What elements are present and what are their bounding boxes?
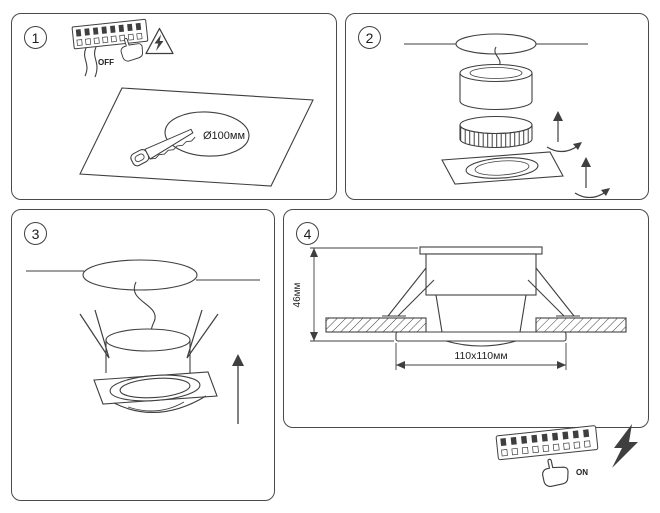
step-1-illustration: OFF Ø100мм xyxy=(71,18,314,187)
hand-press-icon xyxy=(120,37,143,62)
step-1-number: 1 xyxy=(31,29,40,46)
step-4-number-badge: 4 xyxy=(296,222,319,245)
step-3-panel: 3 xyxy=(11,209,275,501)
terminal-block-off-icon xyxy=(71,18,149,50)
terminal-block-on-icon xyxy=(495,425,599,461)
cutout-diameter-label: Ø100мм xyxy=(203,130,245,142)
knurled-ring-icon xyxy=(459,115,533,149)
ceiling-tile xyxy=(79,87,314,187)
step-3-illustration xyxy=(26,259,260,424)
step-2-number-badge: 2 xyxy=(358,26,381,49)
step-4-panel: 4 xyxy=(283,209,649,428)
downlight-body-icon xyxy=(93,328,218,414)
step-4-illustration: 46мм 110x110мм xyxy=(292,246,627,370)
up-arrow-icon xyxy=(581,157,591,188)
recess-height-label: 46мм xyxy=(292,282,303,307)
lightning-icon xyxy=(612,424,638,468)
cutout-size-label: 110x110мм xyxy=(454,350,507,362)
trim-square-icon xyxy=(441,151,564,185)
ceiling-hatch xyxy=(535,317,627,333)
power-on-label: ON xyxy=(576,468,588,477)
cutout-hole xyxy=(164,111,250,157)
width-dimension: 110x110мм xyxy=(395,343,567,370)
ceiling-hole xyxy=(404,33,588,55)
step-2-panel: 2 xyxy=(345,13,649,200)
driver-cylinder-icon xyxy=(459,63,533,111)
height-dimension: 46мм xyxy=(292,247,418,342)
power-on-illustration: ON xyxy=(495,424,638,487)
up-arrow-icon xyxy=(232,354,244,424)
hand-press-icon xyxy=(542,458,569,487)
power-off-label: OFF xyxy=(98,58,114,67)
power-wires xyxy=(84,46,98,78)
spring-clips-icon xyxy=(79,309,219,359)
step-2-illustration xyxy=(404,33,610,198)
spring-clips-icon xyxy=(382,267,580,317)
step-4-number: 4 xyxy=(303,225,312,242)
fixture-cross-section xyxy=(325,246,627,347)
step-3-number: 3 xyxy=(31,225,40,242)
ceiling-hatch xyxy=(325,317,427,333)
step-1-number-badge: 1 xyxy=(24,26,47,49)
step-1-panel: 1 xyxy=(11,13,337,200)
rotate-arrow-icon xyxy=(574,188,610,198)
saw-icon xyxy=(130,128,196,167)
warning-lightning-icon xyxy=(145,27,174,55)
step-3-number-badge: 3 xyxy=(24,222,47,245)
up-arrow-icon xyxy=(553,111,563,142)
ceiling-hole xyxy=(26,259,260,291)
step-2-number: 2 xyxy=(365,29,374,46)
rotate-arrow-icon xyxy=(546,142,582,153)
